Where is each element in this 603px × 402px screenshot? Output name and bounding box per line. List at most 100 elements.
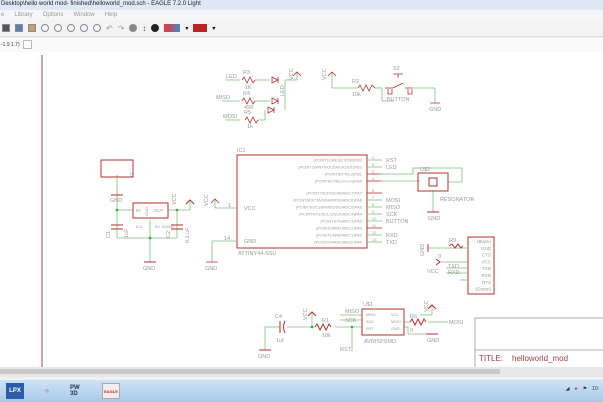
isp-part: AVRISPSMD — [364, 339, 396, 345]
ftdi-gnd: GND — [420, 244, 426, 256]
r1-label: R1 — [322, 318, 329, 324]
menu-item-library[interactable]: Library — [14, 12, 33, 18]
command-input[interactable] — [22, 40, 32, 50]
ic1-gnd-net: GND — [205, 266, 217, 272]
taskbar-app-pw3d[interactable]: PW 3D — [70, 385, 80, 397]
title-value: helloworld_mod — [512, 354, 568, 363]
window-title: Desktop\hello world mod- finished\hellow… — [0, 0, 603, 10]
button-block: VCC R2 10k S2 BUTTON GND — [322, 66, 441, 113]
isp-pin-sck: SCK — [366, 320, 374, 324]
r9-label: R9 — [449, 238, 456, 244]
isp-pin-gnd: GND — [391, 327, 400, 331]
volume-icon[interactable]: ● — [574, 386, 578, 392]
board-icon[interactable] — [28, 24, 36, 32]
c2-label: C2 — [166, 231, 172, 238]
network-icon[interactable]: ◢ — [565, 386, 570, 392]
schematic-canvas[interactable]: LED MISO MOSI R3 R4 R5 1K 499 1k LED VCC… — [0, 52, 603, 379]
zoom-in-icon[interactable] — [54, 24, 62, 32]
isp-gnd: GND — [258, 354, 270, 360]
resonator-gnd: GND — [428, 216, 440, 222]
element14-icon[interactable] — [164, 24, 181, 32]
ic1-pin-label: (PCINT2/AIN1/ADC2)PA2 — [316, 226, 363, 231]
button-label: BUTTON — [387, 97, 410, 103]
ic1-pin-number: 13 — [372, 237, 377, 242]
ic1-name: IC1 — [237, 148, 246, 154]
ftdi-pin-label: VCC — [481, 259, 491, 264]
coordinate-readout: -1.9 1.7) — [1, 42, 20, 48]
r2-value: 10k — [352, 92, 361, 98]
isp-gnd2: GND — [427, 338, 439, 344]
ic1-pin-number: 6 — [372, 188, 375, 193]
ic1-pin-label: (PCINT7/ICP/OC0B/ADC7)PA7 — [306, 191, 362, 196]
r6-value: 0 — [410, 328, 413, 334]
zoom-redraw-icon[interactable] — [80, 24, 88, 32]
ic1-vcc-num: 1 — [228, 203, 231, 209]
regulator-gnd-pin: GND — [144, 207, 149, 216]
taskbar: LPX ⁘ PW 3D EAGLE ◢ ● ⚑ 10: — [0, 380, 603, 402]
regulator-vcc: VCC — [172, 193, 178, 205]
zoom-out-icon[interactable] — [67, 24, 75, 32]
ic1-pin-label: (PCINT11/RESET/DW)PB3 — [313, 158, 362, 163]
c4-value: 1uf — [276, 338, 284, 344]
grid-icon[interactable] — [2, 24, 10, 32]
regulator-part: 5V 100mA — [155, 224, 174, 229]
ic1-part: ATTINY44-SSU — [238, 251, 276, 257]
ftdi-pin-label: GND — [481, 246, 492, 251]
ic1-pin-label: (PCINT9/XTAL2)PB1 — [325, 172, 363, 177]
taskbar-app-molecule[interactable]: ⁘ — [44, 388, 50, 395]
zoom-fit-icon[interactable] — [41, 24, 49, 32]
ic1-pin-number: 5 — [372, 162, 375, 167]
menu-item-edit[interactable]: e — [1, 12, 5, 18]
isp-pin-rst: RST — [366, 327, 374, 331]
dropdown-icon[interactable]: ▾ — [185, 25, 189, 32]
isp-pin-miso: MISO — [366, 313, 376, 317]
ic1-pin-label: (PCINT1/AIN0/ADC1)PA1 — [316, 233, 363, 238]
ic1-vcc-pin: VCC — [244, 206, 256, 212]
regulator-in: IN — [136, 208, 141, 213]
schematic-drawing: LED MISO MOSI R3 R4 R5 1K 499 1k LED VCC… — [41, 55, 603, 379]
horizontal-scrollbar[interactable] — [0, 367, 603, 377]
undo-icon[interactable]: ↶ — [106, 23, 113, 33]
title-label: TITLE: — [479, 354, 503, 363]
r5-label: R5 — [244, 110, 251, 116]
r6-label: R6 — [410, 314, 417, 320]
regulator-gnd-net: GND — [143, 266, 155, 272]
ic1-net-label: RST — [386, 158, 398, 164]
taskbar-app-eagle[interactable]: EAGLE — [102, 383, 120, 399]
r1-value: 10k — [322, 333, 331, 339]
ic1-pin-label: (PCINT8/XTAL1/CLKI)PB0 — [315, 179, 363, 184]
redo-icon[interactable]: ↷ — [117, 23, 125, 33]
dropdown-icon-2[interactable]: ▾ — [212, 25, 216, 32]
menu-item-help[interactable]: Help — [104, 12, 118, 18]
ic1-pin-number: 11 — [372, 223, 377, 228]
tray-time: 10: — [592, 386, 599, 392]
ic1-pin-number: 10 — [372, 216, 377, 221]
stop-icon[interactable] — [129, 24, 138, 32]
ic1-pin-number: 3 — [372, 169, 375, 174]
layer-icon[interactable] — [15, 24, 23, 32]
ic1-gnd-pin: GND — [244, 239, 256, 245]
coordinate-bar: -1.9 1.7) — [0, 38, 603, 52]
go-icon[interactable]: ↕ — [142, 23, 147, 33]
isp-name: U$1 — [363, 302, 373, 308]
resonator-name: U$2 — [420, 167, 430, 173]
flag-icon[interactable]: ⚑ — [582, 386, 588, 392]
isp-vcc: VCC — [303, 308, 309, 320]
ic1-pin-number: 7 — [372, 195, 375, 200]
ftdi-pin-label: (Green) — [475, 287, 491, 292]
menu-item-options[interactable]: Options — [42, 12, 64, 18]
ic1-pin-label: (PCINT5/OC1B/MISO/DO/ADC5)PA5 — [296, 205, 363, 210]
ic1-pin-label: (PCINT10/INT0/OC0A/CKOUT)PB2 — [298, 165, 362, 170]
scrollbar-thumb[interactable] — [0, 369, 500, 374]
help-icon[interactable] — [151, 24, 160, 32]
zoom-select-icon[interactable] — [93, 24, 101, 32]
ftdi-vcc: VCC — [427, 269, 439, 275]
taskbar-app-lpx[interactable]: LPX — [6, 383, 24, 399]
ic1-pin-number: 8 — [372, 202, 375, 207]
ltc-icon[interactable] — [193, 24, 208, 32]
jack-gnd: GND — [110, 198, 122, 204]
ic1-net-label: BUTTON — [386, 219, 409, 225]
net-label-led: LED — [226, 74, 237, 80]
ic1-net-label: LED — [386, 165, 397, 171]
menu-item-window[interactable]: Window — [73, 12, 95, 18]
